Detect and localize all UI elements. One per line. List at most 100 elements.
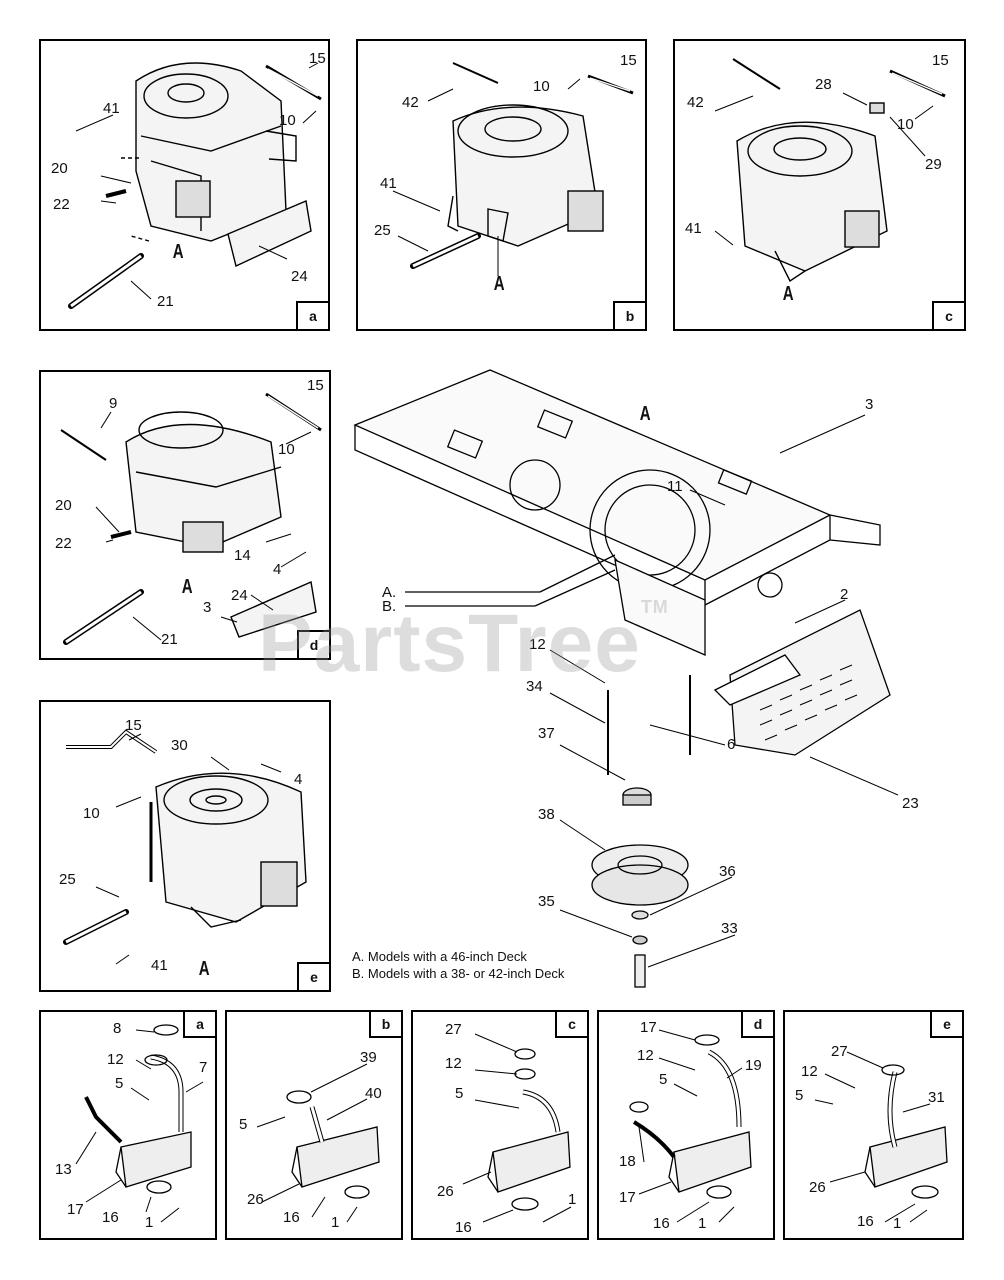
panel-tag: a	[296, 301, 328, 329]
callout-number: 18	[619, 1153, 636, 1170]
callout-number: 1	[145, 1214, 154, 1231]
callout-number: 37	[538, 725, 555, 742]
callout-number: 16	[455, 1219, 472, 1236]
callout-number: 12	[637, 1047, 654, 1064]
callout-number: 34	[526, 678, 543, 695]
position-label: A	[782, 283, 794, 305]
muffler-drawing	[462, 1033, 572, 1223]
panel-tag: c	[555, 1012, 587, 1038]
muffler-panel-a: 8 12 7 5 13 17 16 1 a	[39, 1010, 217, 1240]
callout-number: 15	[620, 52, 637, 69]
callout-number: 2	[840, 586, 849, 603]
callout-number: 10	[83, 805, 100, 822]
callout-number: 16	[653, 1215, 670, 1232]
callout-number: 41	[103, 100, 120, 117]
callout-number: 35	[538, 893, 555, 910]
callout-number: 42	[687, 94, 704, 111]
panel-tag: e	[930, 1012, 962, 1038]
callout-number: 12	[529, 636, 546, 653]
chassis-drawing	[353, 369, 899, 988]
callout-number: 5	[795, 1087, 804, 1104]
callout-number: 16	[283, 1209, 300, 1226]
main-chassis-diagram: A A. B. 3 11 2 12 34 37 6 38 36 35 33 23	[340, 355, 980, 995]
muffler-drawing	[256, 1063, 380, 1223]
callout-number: 12	[801, 1063, 818, 1080]
callout-number: 38	[538, 806, 555, 823]
engine-drawing	[392, 62, 634, 276]
position-label: A	[493, 273, 505, 295]
callout-number: 12	[445, 1055, 462, 1072]
muffler-drawing	[75, 1024, 204, 1223]
leader-label-b: B.	[382, 598, 397, 615]
callout-number: 28	[815, 76, 832, 93]
position-label: A	[198, 958, 210, 980]
callout-number: 24	[231, 587, 248, 604]
callout-number: 20	[51, 160, 68, 177]
callout-number: 9	[109, 395, 118, 412]
panel-tag: d	[741, 1012, 773, 1038]
callout-number: 5	[115, 1075, 124, 1092]
callout-number: 4	[294, 771, 303, 788]
callout-number: 5	[239, 1116, 248, 1133]
callout-number: 1	[568, 1191, 577, 1208]
engine-panel-c: 42 28 15 10 29 41 A c	[673, 39, 966, 331]
callout-number: 15	[307, 377, 324, 394]
engine-panel-e: 15 30 4 10 25 41 A e	[39, 700, 331, 992]
callout-number: 22	[55, 535, 72, 552]
callout-number: 20	[55, 497, 72, 514]
panel-tag: a	[183, 1012, 215, 1038]
main-label-a: A	[639, 403, 651, 425]
callout-number: 16	[857, 1213, 874, 1230]
callout-number: 26	[809, 1179, 826, 1196]
muffler-panel-c: 27 12 5 26 16 1 c	[411, 1010, 589, 1240]
legend-item: A. Models with a 46-inch Deck	[352, 949, 527, 964]
callout-number: 21	[161, 631, 178, 648]
callout-number: 15	[125, 717, 142, 734]
callout-number: 3	[203, 599, 212, 616]
callout-number: 10	[897, 116, 914, 133]
callout-number: 41	[685, 220, 702, 237]
callout-number: 16	[102, 1209, 119, 1226]
leader-label-a: A.	[382, 584, 397, 601]
callout-number: 12	[107, 1051, 124, 1068]
callout-number: 21	[157, 293, 174, 310]
callout-number: 17	[640, 1019, 657, 1036]
callout-number: 17	[67, 1201, 84, 1218]
callout-number: 13	[55, 1161, 72, 1178]
callout-number: 33	[721, 920, 738, 937]
deck-legend: A. Models with a 46-inch Deck B. Models …	[352, 948, 564, 982]
legend-item: B. Models with a 38- or 42-inch Deck	[352, 966, 565, 981]
panel-tag: b	[369, 1012, 401, 1038]
callout-number: 24	[291, 268, 308, 285]
callout-number: 30	[171, 737, 188, 754]
callout-number: 26	[247, 1191, 264, 1208]
callout-number: 15	[932, 52, 949, 69]
callout-number: 23	[902, 795, 919, 812]
engine-drawing	[714, 58, 946, 283]
callout-number: 27	[445, 1021, 462, 1038]
callout-number: 10	[279, 112, 296, 129]
callout-number: 10	[533, 78, 550, 95]
callout-number: 41	[151, 957, 168, 974]
callout-number: 11	[667, 478, 683, 495]
callout-number: 1	[331, 1214, 340, 1231]
callout-number: 36	[719, 863, 736, 880]
position-label: A	[172, 241, 184, 263]
engine-drawing	[68, 62, 322, 309]
callout-number: 3	[865, 396, 874, 413]
callout-number: 5	[659, 1071, 668, 1088]
panel-tag: b	[613, 301, 645, 329]
callout-number: 25	[59, 871, 76, 888]
muffler-panel-d: 17 12 19 5 18 17 16 1 d	[597, 1010, 775, 1240]
callout-number: 17	[619, 1189, 636, 1206]
callout-number: 19	[745, 1057, 762, 1074]
engine-panel-a: 15 41 10 20 22 24 21 A a	[39, 39, 330, 331]
callout-number: 26	[437, 1183, 454, 1200]
position-label: A	[181, 576, 193, 598]
engine-panel-d: 15 9 10 20 22 14 4 24 3 21 A d	[39, 370, 331, 660]
callout-number: 14	[234, 547, 251, 564]
engine-drawing	[63, 729, 307, 965]
callout-number: 4	[273, 561, 282, 578]
panel-tag: e	[297, 962, 329, 990]
callout-number: 42	[402, 94, 419, 111]
